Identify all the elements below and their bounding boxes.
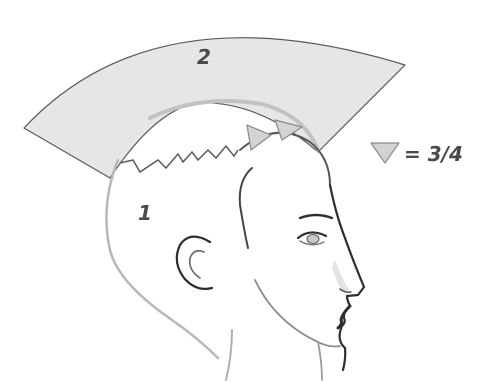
neck-front-line — [318, 342, 322, 380]
legend-value: = 3/4 — [404, 142, 463, 166]
region-1-label: 1 — [138, 201, 152, 225]
region-2-label: 2 — [197, 45, 211, 69]
legend: = 3/4 — [371, 142, 463, 166]
eye-iris — [307, 235, 319, 244]
section-1-zigzag-line — [120, 146, 238, 172]
legend-triangle-icon — [371, 143, 399, 163]
triangle-marker-icon — [247, 125, 271, 150]
neck-back-line — [226, 330, 232, 380]
side-hairline — [240, 168, 252, 248]
cheek-shading — [332, 260, 349, 292]
jaw-line — [255, 280, 340, 347]
eyebrow — [300, 215, 332, 218]
ear-outline — [177, 237, 212, 289]
ear-inner — [190, 251, 204, 278]
head-back-contour — [106, 160, 218, 358]
face-profile-line — [330, 185, 364, 370]
